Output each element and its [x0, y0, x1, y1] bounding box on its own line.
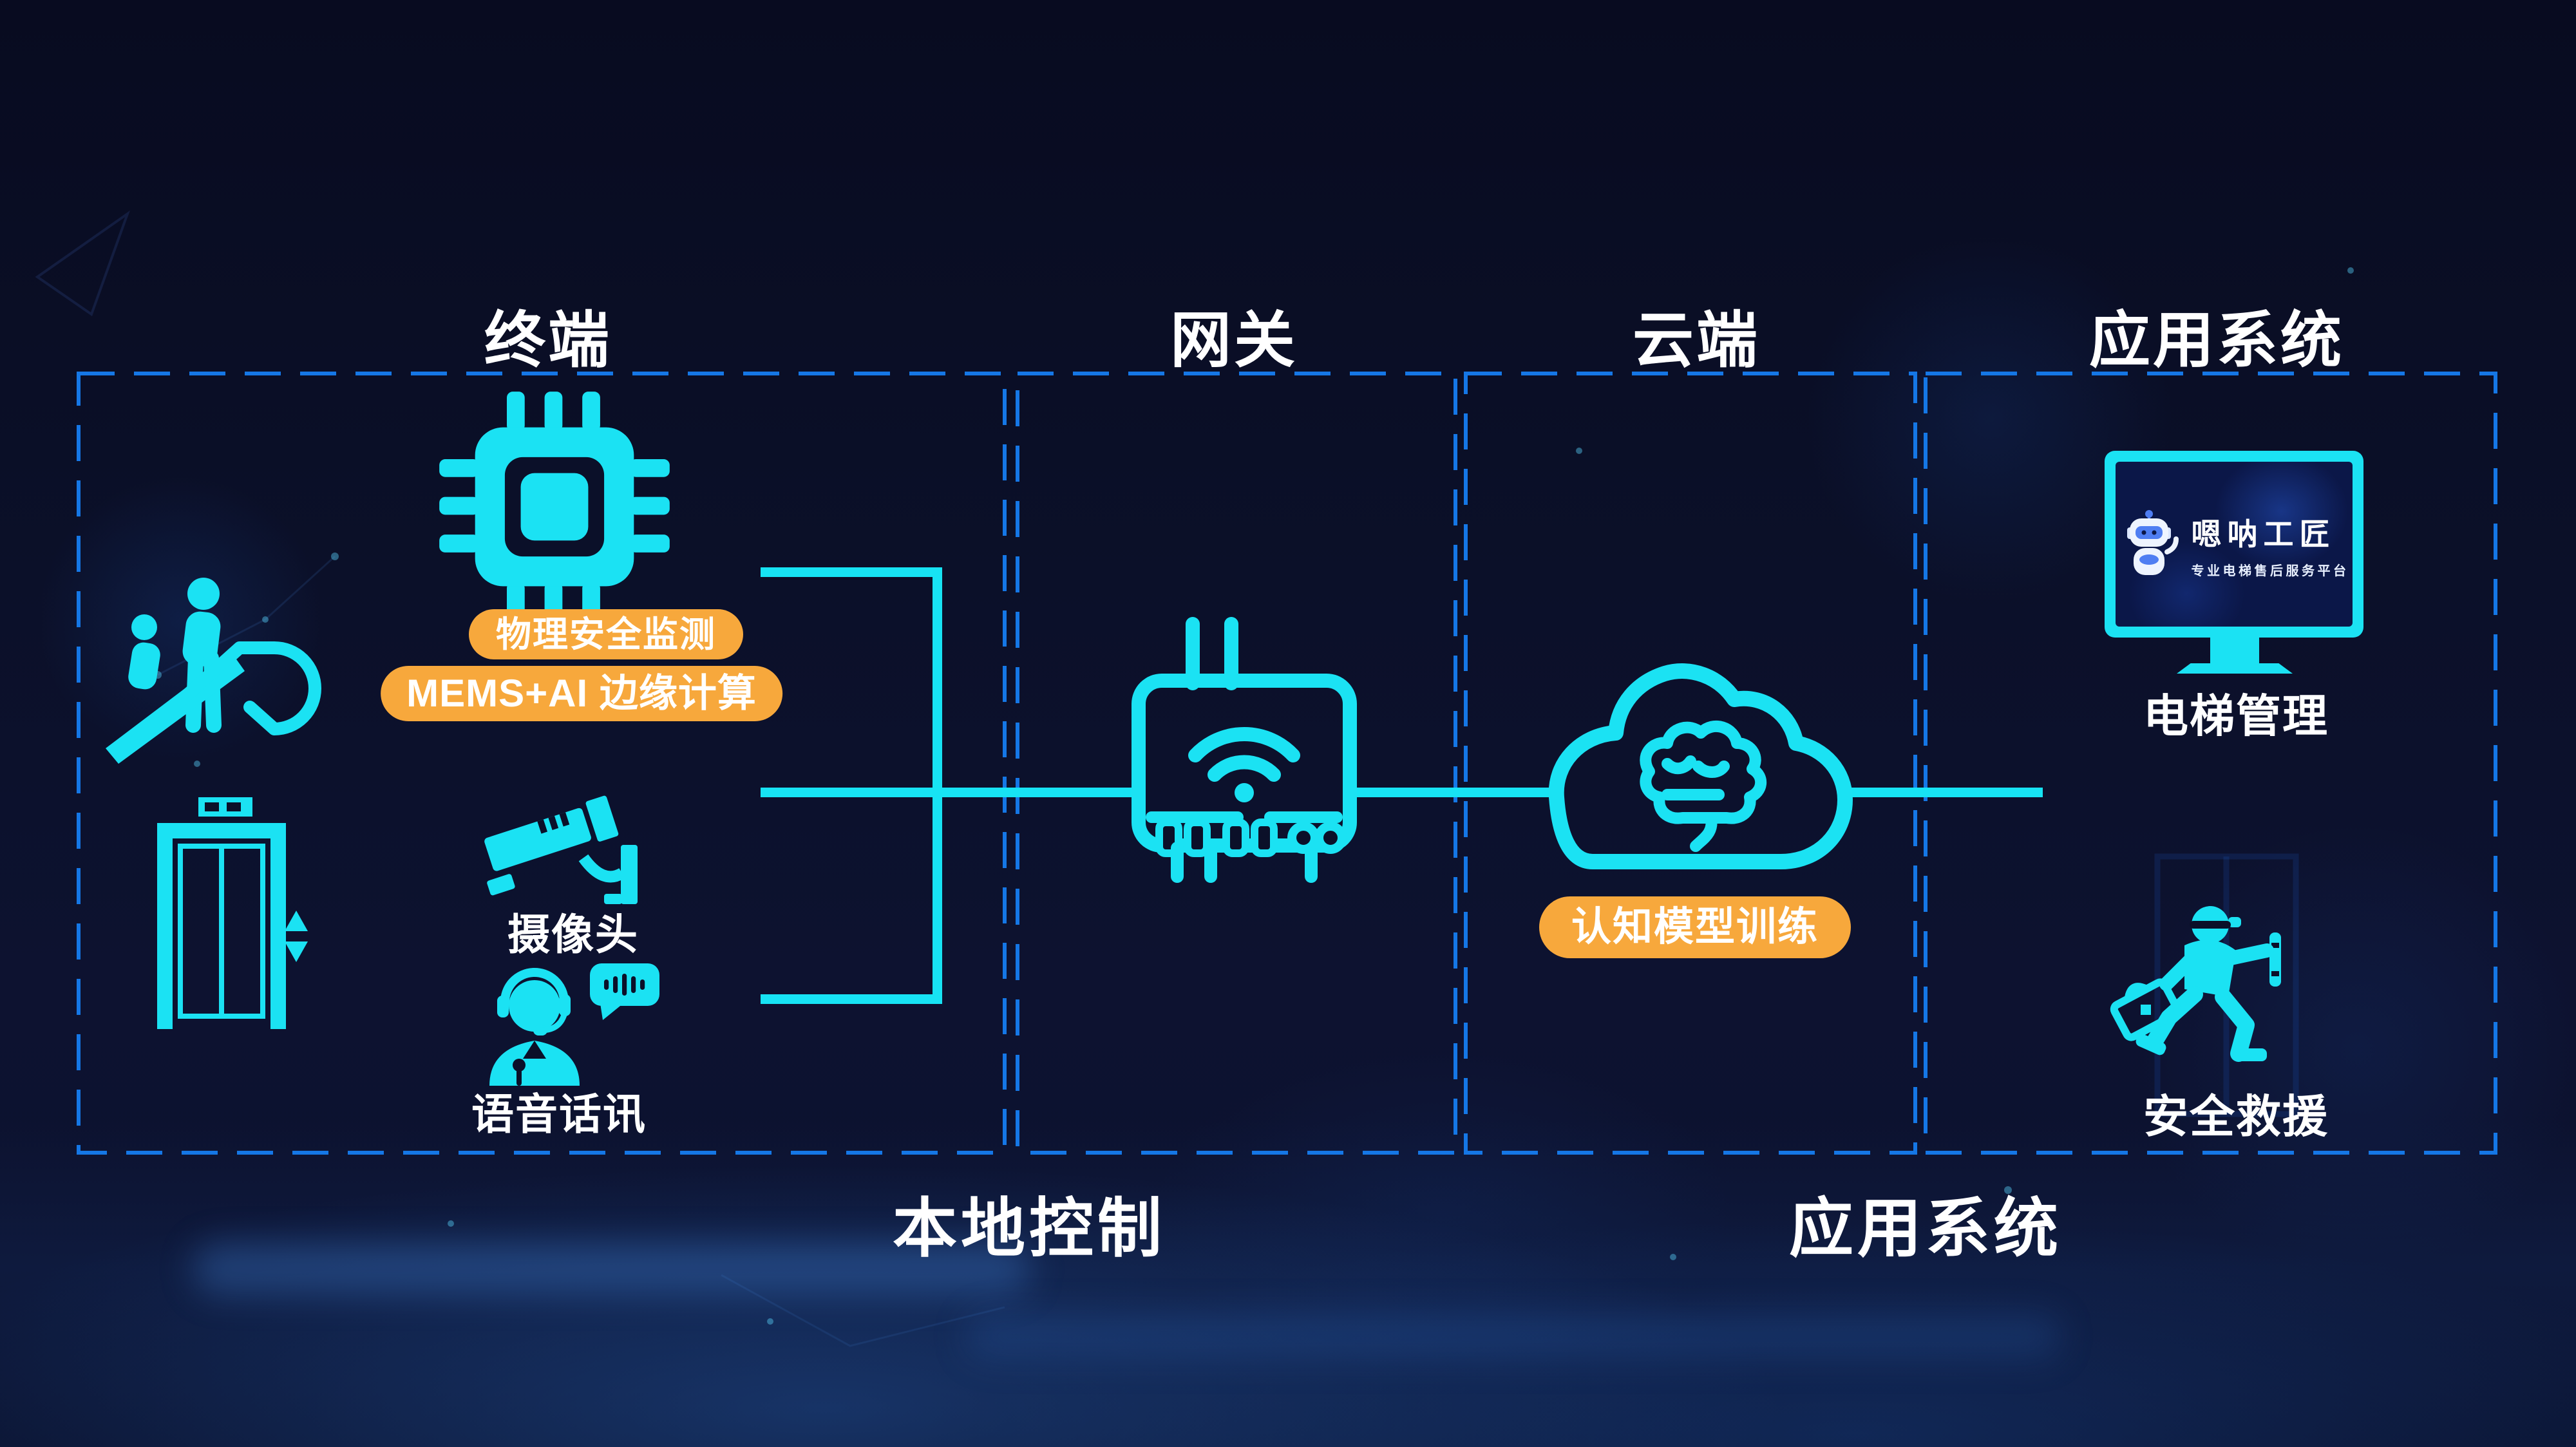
- wifi-router-icon: [1132, 617, 1357, 883]
- header-gateway: 网关: [1170, 307, 1298, 375]
- mesh-line: [721, 1274, 1005, 1347]
- connector-vertical-bus: [933, 567, 942, 1004]
- column-box-cloud: [1464, 372, 1917, 1155]
- voice-label: 语音话讯: [471, 1090, 647, 1138]
- footer-application-system: 应用系统: [1789, 1193, 2062, 1265]
- robot-mascot-icon: [2126, 510, 2179, 575]
- elevator-management-label: 电梯管理: [2143, 691, 2329, 741]
- triangle-decoration: [35, 210, 131, 317]
- monitor-logo-subtitle: 专业电梯售后服务平台: [2191, 564, 2349, 578]
- badge-cognitive-model-training: 认知模型训练: [1539, 896, 1852, 958]
- badge-physical-safety-monitoring: 物理安全监测: [468, 609, 744, 659]
- connector-camera-to-router-line: [761, 788, 1141, 797]
- monitor-logo-title: 嗯呐工匠: [2191, 517, 2336, 551]
- badge-mems-ai-edge-computing: MEMS+AI 边缘计算: [381, 666, 782, 721]
- header-applications: 应用系统: [2088, 307, 2345, 375]
- headset-operator-icon: [489, 963, 659, 1086]
- wave-streak: [193, 1243, 1030, 1294]
- monitor-screen: 嗯呐工匠 专业电梯售后服务平台: [2116, 462, 2353, 627]
- bottom-wave-decoration: [0, 1121, 2576, 1447]
- header-cloud: 云端: [1632, 307, 1761, 375]
- monitor-stand: [2210, 638, 2259, 665]
- camera-label: 摄像头: [507, 911, 639, 958]
- wave-streak: [966, 1314, 2061, 1359]
- cpu-chip-icon: [439, 392, 670, 622]
- connector-chip-line: [761, 567, 942, 577]
- repairman-icon: [2110, 906, 2281, 1062]
- escalator-passengers-icon: [106, 578, 321, 764]
- monitor-base: [2177, 663, 2293, 674]
- connector-router-to-cloud-line: [1350, 788, 1558, 797]
- column-box-applications: [1924, 372, 2497, 1155]
- desktop-monitor-icon: 嗯呐工匠 专业电梯售后服务平台: [2105, 451, 2363, 638]
- connector-lines: [761, 567, 2043, 1004]
- safety-rescue-label: 安全救援: [2143, 1092, 2329, 1142]
- cctv-camera-icon: [484, 795, 638, 904]
- connector-cloud-to-apps-line: [1842, 788, 2043, 797]
- footer-local-control: 本地控制: [893, 1193, 1166, 1265]
- column-box-terminal: [77, 372, 1007, 1155]
- cloud-brain-icon: [1548, 663, 1853, 869]
- header-terminal: 终端: [484, 307, 612, 375]
- elevator-doors-icon: [157, 797, 308, 1029]
- connector-voice-line: [761, 994, 942, 1004]
